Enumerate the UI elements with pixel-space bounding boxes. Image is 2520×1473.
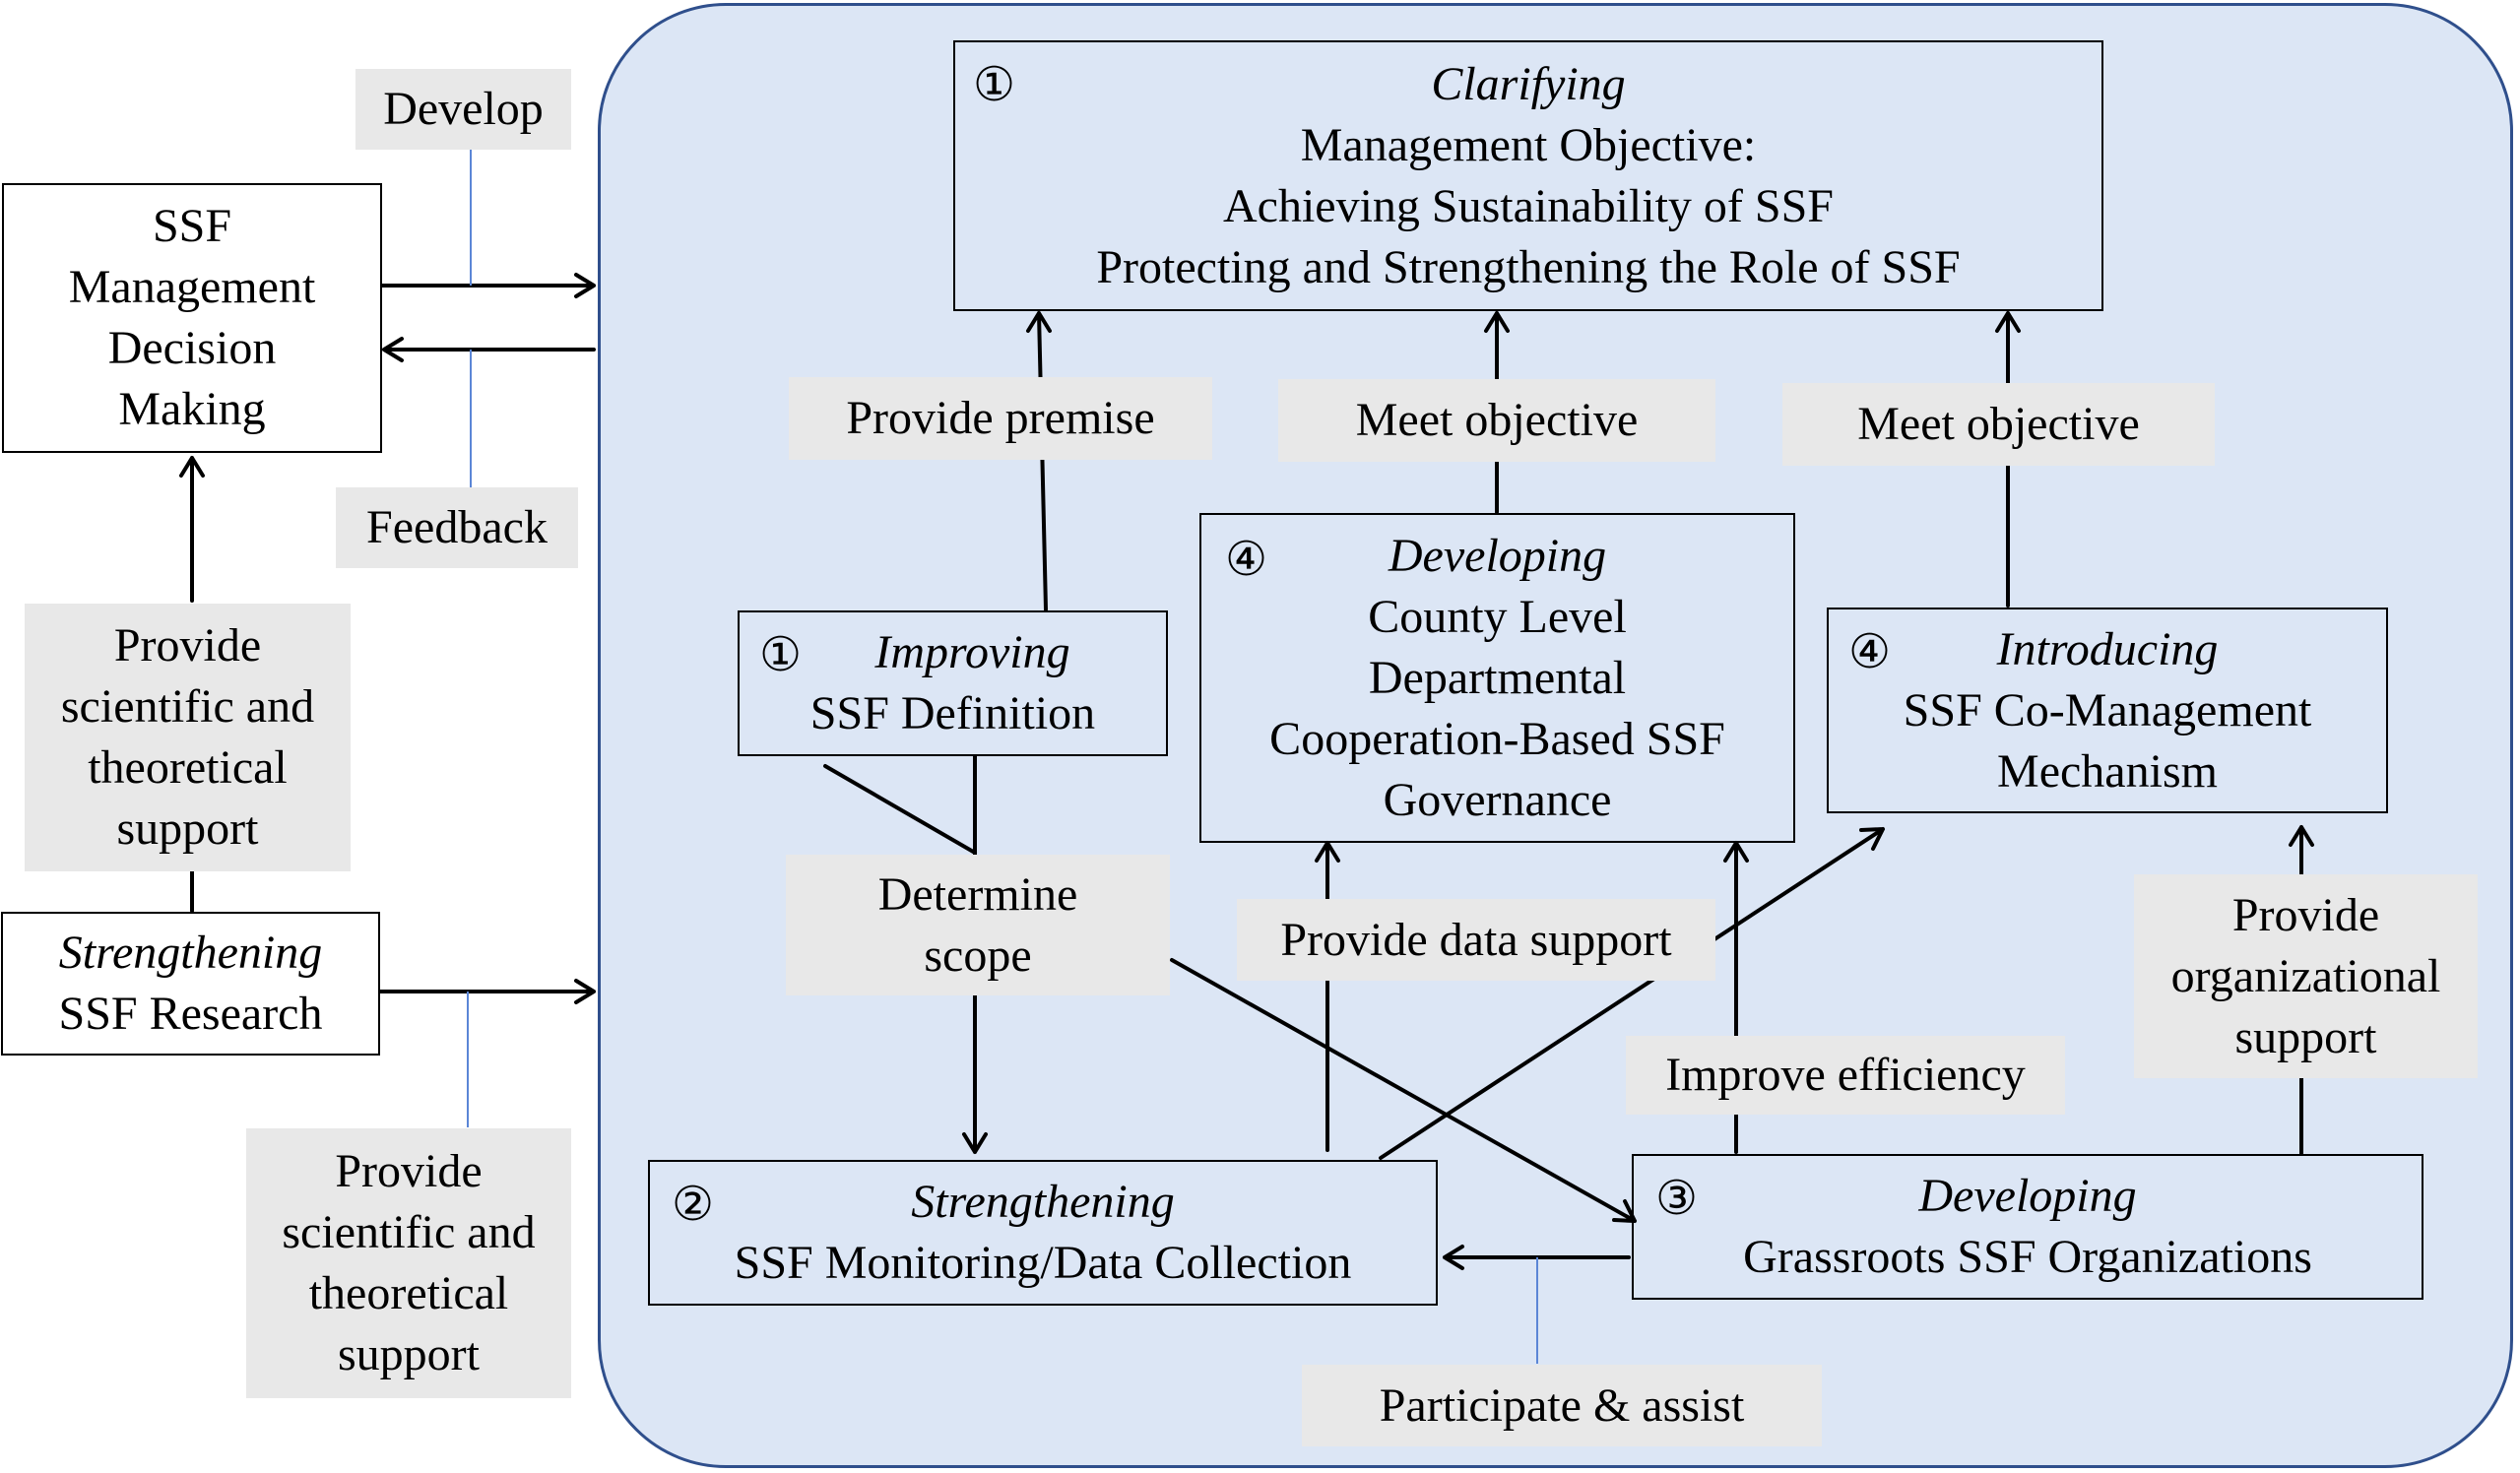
label-org-support-line-1: Provide <box>2231 888 2380 941</box>
node-improving-definition: ① Improving SSF Definition <box>738 610 1168 756</box>
node-objective-line-1: Management Objective: <box>1300 118 1757 171</box>
node-decision-line-2: Management <box>68 261 316 313</box>
label-provide-premise: Provide premise <box>789 377 1212 460</box>
node-objective-number: ① <box>973 59 1016 111</box>
node-governance-line-3: Cooperation-Based SSF <box>1269 712 1725 765</box>
node-objective-line-2: Achieving Sustainability of SSF <box>1222 179 1834 232</box>
node-research-italic: Strengthening <box>58 927 323 979</box>
node-introducing-comanagement: ④ Introducing SSF Co-Management Mechanis… <box>1827 608 2388 813</box>
node-strengthening-research: Strengthening SSF Research <box>1 912 380 1056</box>
arrow-research-to-decision <box>179 456 205 603</box>
node-developing-grassroots: ③ Developing Grassroots SSF Organization… <box>1632 1154 2423 1300</box>
label-meet-objective-2: Meet objective <box>1782 383 2215 466</box>
node-objective-italic: Clarifying <box>1431 57 1626 110</box>
node-grassroots-number: ③ <box>1655 1173 1699 1225</box>
label-support-left-line-1: Provide <box>113 619 262 672</box>
label-support-bottom-line-2: scientific and <box>282 1206 536 1258</box>
node-governance-line-2: Departmental <box>1368 651 1627 704</box>
node-decision-line-1: SSF <box>152 200 232 252</box>
label-participate-text: Participate & assist <box>1379 1378 1745 1432</box>
node-governance-italic: Developing <box>1388 529 1607 582</box>
label-meet1-text: Meet objective <box>1355 394 1639 446</box>
node-monitoring-line-1: SSF Monitoring/Data Collection <box>734 1237 1352 1289</box>
label-develop: Develop <box>355 69 571 150</box>
arrow-research-to-region <box>378 979 596 1004</box>
node-objective-line-3: Protecting and Strengthening the Role of… <box>1096 240 1961 293</box>
label-organizational-support: Provide organizational support <box>2134 874 2478 1078</box>
label-support-left: Provide scientific and theoretical suppo… <box>25 604 351 871</box>
arrow-region-to-decision <box>382 337 596 362</box>
node-comanagement-italic: Introducing <box>1996 622 2219 675</box>
label-feedback-text: Feedback <box>366 501 548 553</box>
node-comanagement-number: ④ <box>1848 626 1892 678</box>
node-monitoring-number: ② <box>672 1179 715 1231</box>
label-support-left-line-4: support <box>116 802 259 855</box>
node-research-line-1: SSF Research <box>58 988 323 1040</box>
label-premise-text: Provide premise <box>846 392 1155 444</box>
label-meet2-text: Meet objective <box>1857 398 2140 450</box>
node-developing-governance: ④ Developing County Level Departmental C… <box>1199 513 1795 843</box>
label-provide-data-support: Provide data support <box>1237 899 1715 981</box>
label-meet-objective-1: Meet objective <box>1278 379 1715 462</box>
node-definition-italic: Improving <box>874 626 1070 678</box>
node-strengthening-monitoring: ② Strengthening SSF Monitoring/Data Coll… <box>648 1160 1438 1306</box>
label-improve-efficiency: Improve efficiency <box>1626 1036 2065 1115</box>
label-feedback: Feedback <box>336 487 578 568</box>
node-governance-line-4: Governance <box>1383 773 1612 826</box>
label-scope-line-2: scope <box>924 929 1032 982</box>
node-grassroots-line-1: Grassroots SSF Organizations <box>1743 1231 2312 1283</box>
label-support-bottom-line-1: Provide <box>335 1145 483 1197</box>
node-governance-line-1: County Level <box>1368 590 1627 643</box>
label-determine-scope: Determine scope <box>786 855 1170 995</box>
node-decision-line-4: Making <box>118 383 266 435</box>
node-comanagement-line-2: Mechanism <box>1997 744 2218 798</box>
label-scope-line-1: Determine <box>877 867 1078 921</box>
node-comanagement-line-1: SSF Co-Management <box>1903 683 2312 736</box>
label-efficiency-text: Improve efficiency <box>1665 1049 2026 1101</box>
node-clarifying-objective: ① Clarifying Management Objective: Achie… <box>953 40 2103 311</box>
label-develop-text: Develop <box>383 83 544 135</box>
label-data-support-text: Provide data support <box>1280 913 1672 966</box>
node-definition-line-1: SSF Definition <box>809 687 1096 739</box>
label-support-bottom: Provide scientific and theoretical suppo… <box>246 1128 571 1398</box>
label-support-bottom-line-3: theoretical <box>308 1267 509 1319</box>
label-support-left-line-3: theoretical <box>88 741 288 794</box>
label-org-support-line-3: support <box>2234 1010 2377 1063</box>
node-definition-number: ① <box>759 629 803 681</box>
node-governance-number: ④ <box>1225 534 1268 586</box>
node-monitoring-italic: Strengthening <box>911 1176 1175 1228</box>
label-support-bottom-line-4: support <box>338 1328 480 1380</box>
label-participate-assist: Participate & assist <box>1302 1365 1822 1446</box>
node-grassroots-italic: Developing <box>1918 1170 2137 1222</box>
label-org-support-line-2: organizational <box>2170 949 2441 1002</box>
node-decision-line-3: Decision <box>107 322 277 374</box>
arrow-decision-to-region <box>380 273 596 298</box>
node-management-decision: SSF Management Decision Making <box>2 183 382 453</box>
label-support-left-line-2: scientific and <box>60 680 315 733</box>
